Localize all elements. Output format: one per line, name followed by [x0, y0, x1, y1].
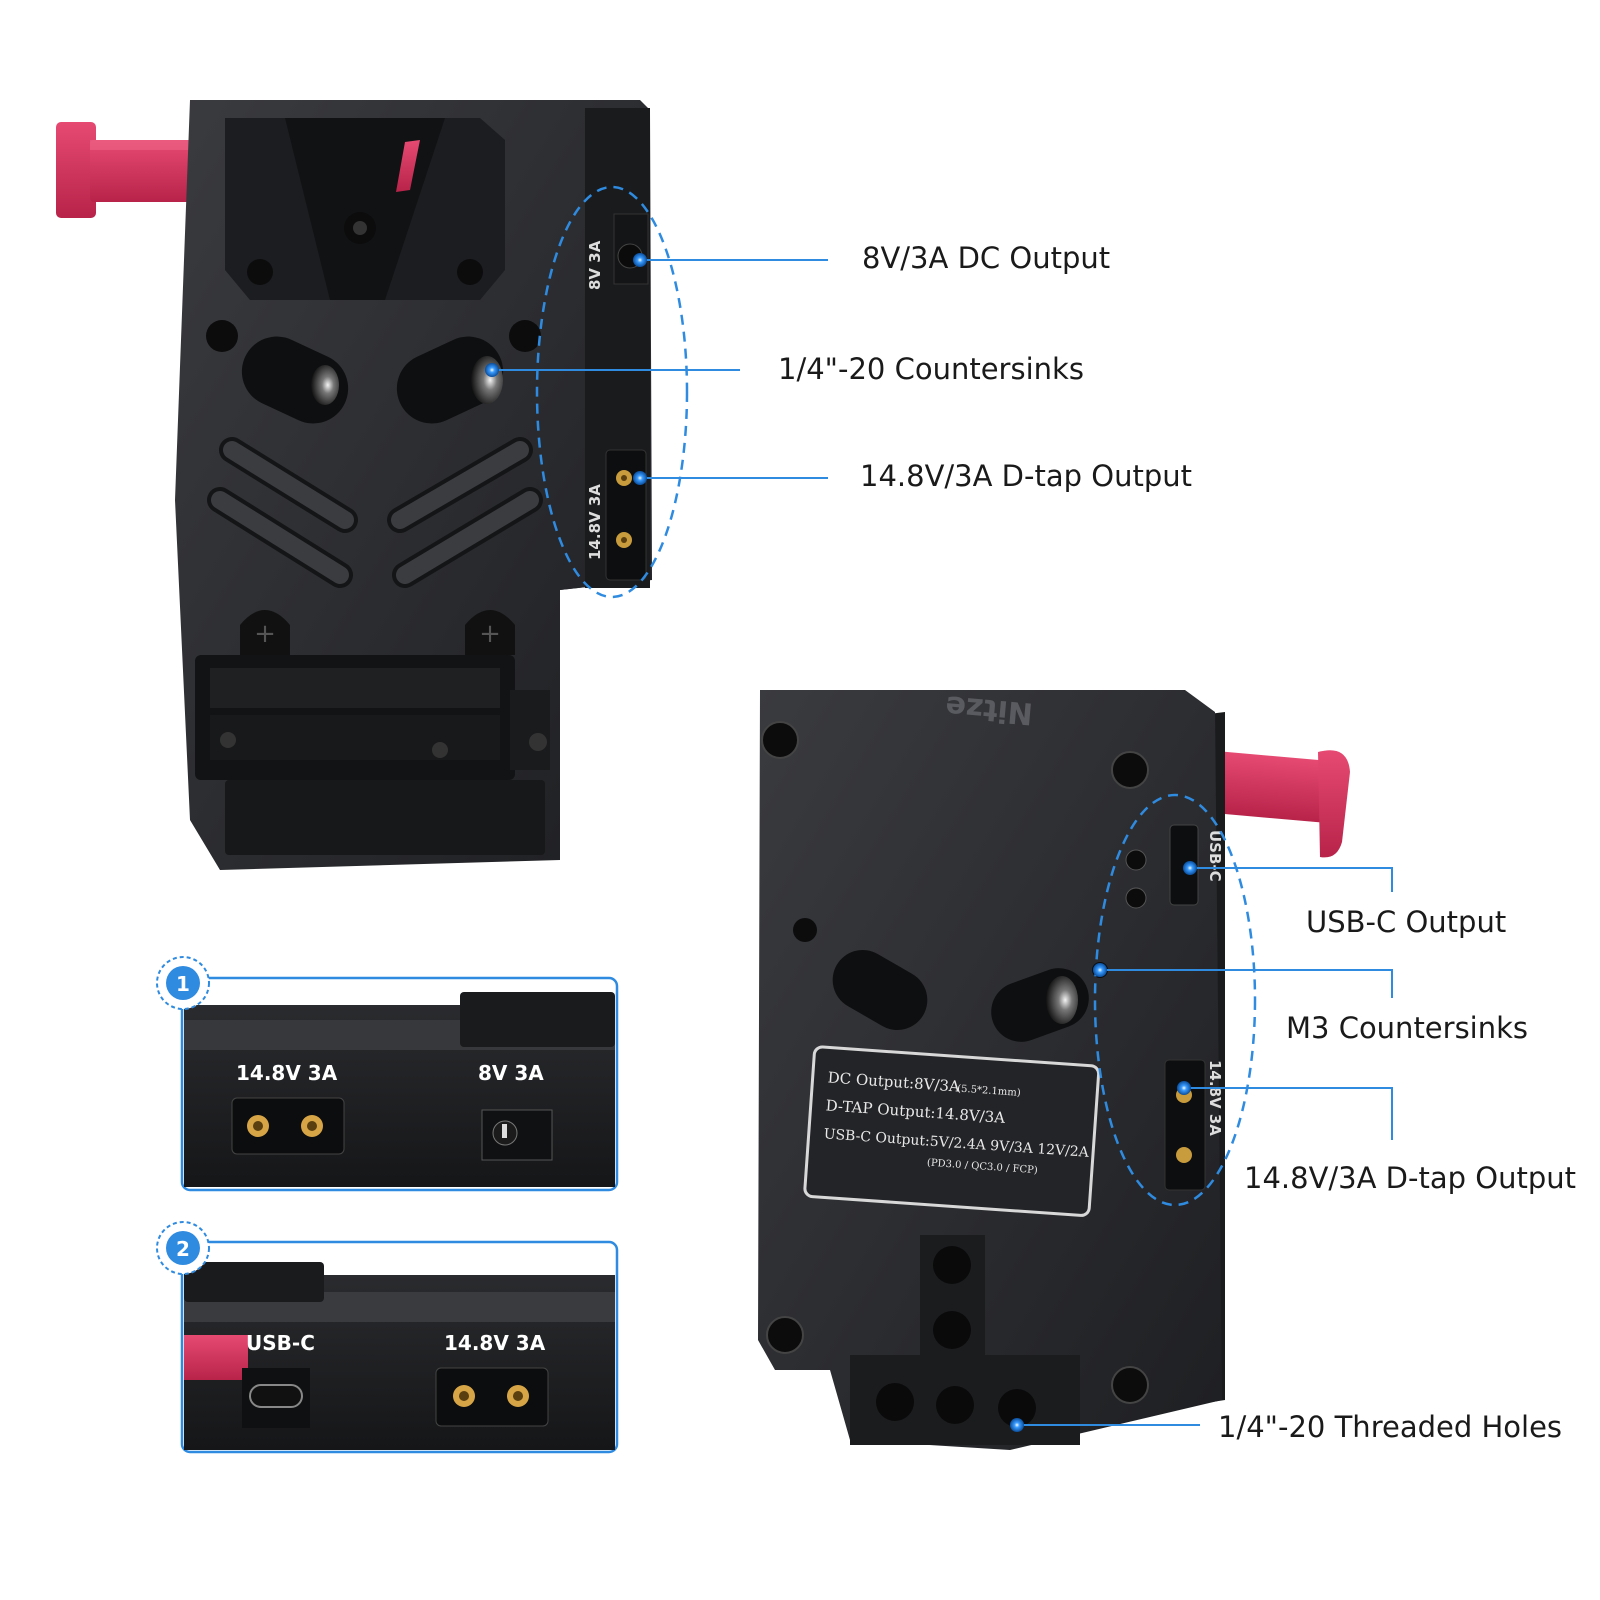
callout-dtap-bottom: 14.8V/3A D-tap Output	[1244, 1161, 1576, 1195]
svg-text:+: +	[479, 619, 501, 649]
highlight-ellipse-bottom	[1093, 793, 1257, 1207]
quarter-inch-countersink-left	[241, 336, 349, 424]
callout-dc-output: 8V/3A DC Output	[862, 241, 1111, 275]
m3-hole	[1125, 887, 1147, 909]
side-label-148v-bottom: 14.8V 3A	[1206, 1060, 1224, 1136]
mount-hole	[509, 320, 541, 352]
callout-quarter-countersinks: 1/4"-20 Countersinks	[778, 352, 1084, 386]
spec-plate: DC Output:8V/3A (5.5*2.1mm) D-TAP Output…	[803, 1045, 1101, 1217]
threaded-block	[850, 1235, 1080, 1445]
badge-1: 1	[176, 972, 190, 996]
dtap-port-bottom	[1164, 1059, 1206, 1191]
top-device: + + 8V 3A 14.8V 3A	[56, 100, 828, 870]
battery-connector	[195, 655, 550, 855]
mount-hole	[206, 320, 238, 352]
callout-lines-top	[485, 253, 828, 485]
spec-line-1-small: (5.5*2.1mm)	[957, 1083, 1021, 1098]
usbc-icon	[249, 1384, 303, 1408]
slot-countersink	[832, 950, 928, 1030]
bottom-device: Nitze USB-C 14.8V 3A DC Output:8V/3A (	[758, 688, 1393, 1450]
quarter-inch-countersink-right	[396, 336, 504, 424]
side-label-8v: 8V 3A	[586, 240, 604, 290]
m3-hole	[1125, 849, 1147, 871]
inset2-label-left: USB-C	[246, 1331, 315, 1355]
highlight-ellipse-top	[535, 185, 689, 599]
brand-mark: Nitze	[944, 688, 1034, 730]
inset-1: 14.8V 3A 8V 3A 1	[156, 956, 619, 1192]
callout-threaded-holes: 1/4"-20 Threaded Holes	[1218, 1410, 1563, 1444]
callout-dtap-top: 14.8V/3A D-tap Output	[860, 459, 1192, 493]
lever-edge	[184, 1335, 248, 1380]
callout-usbc-output: USB-C Output	[1306, 905, 1507, 939]
side-label-148v: 14.8V 3A	[586, 484, 604, 560]
inset1-label-left: 14.8V 3A	[236, 1061, 338, 1085]
callout-lines-bottom	[1017, 867, 1393, 1426]
inset-2: USB-C 14.8V 3A 2	[156, 1221, 619, 1454]
callout-m3-countersinks: M3 Countersinks	[1286, 1011, 1529, 1045]
corner-screws	[761, 721, 1149, 1404]
badge-2: 2	[176, 1237, 190, 1261]
svg-text:+: +	[254, 619, 276, 649]
inset1-label-right: 8V 3A	[478, 1061, 544, 1085]
inset2-label-right: 14.8V 3A	[444, 1331, 546, 1355]
latch-indicator	[396, 140, 420, 192]
release-lever-bottom	[1202, 750, 1350, 858]
dtap-port-top	[605, 449, 647, 581]
side-label-usbc: USB-C	[1206, 830, 1224, 882]
